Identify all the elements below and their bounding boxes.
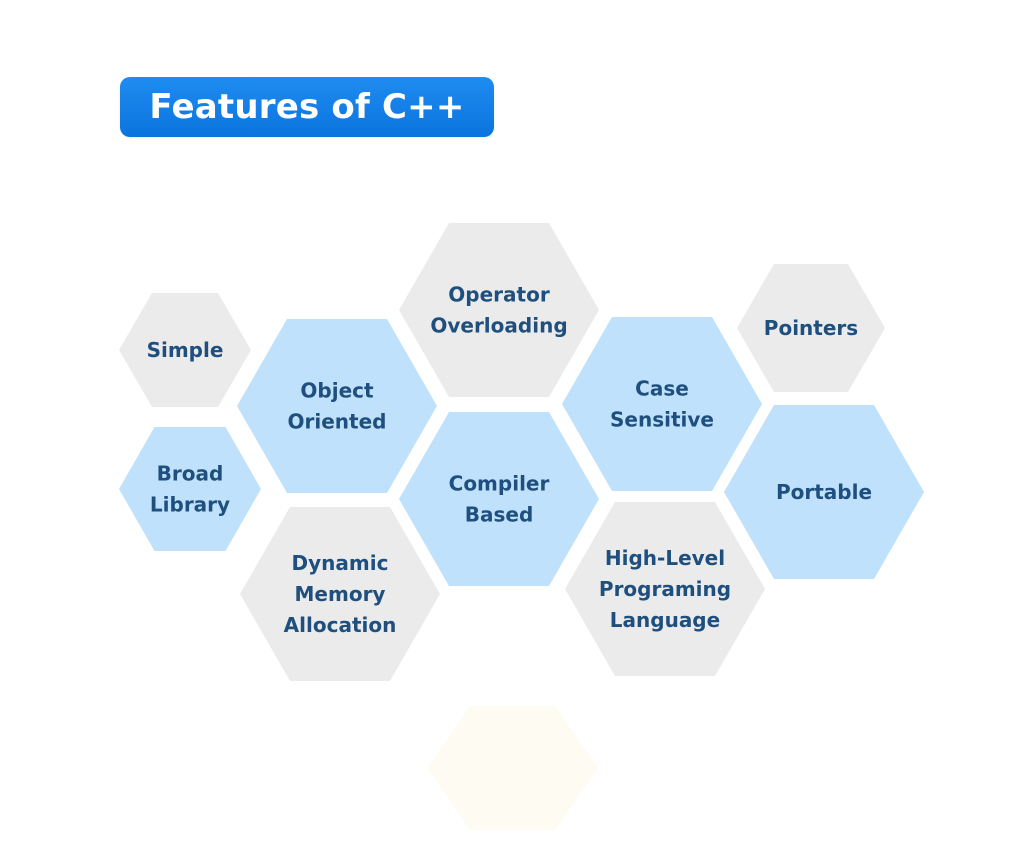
page-title: Features of C++ [149, 87, 465, 127]
hex-shape [399, 223, 599, 397]
hex-simple: Simple [119, 293, 251, 407]
hex-portable: Portable [724, 405, 924, 579]
hex-shape [724, 405, 924, 579]
hex-shape [399, 412, 599, 586]
hex-label: Pointers [764, 316, 858, 340]
hex-shape [119, 427, 261, 551]
hex-shape [119, 293, 251, 407]
hex-label: High-Level [605, 546, 725, 570]
hex-label: Library [150, 493, 230, 517]
title-badge: Features of C++ [120, 77, 494, 137]
hex-label: Programing [599, 577, 731, 601]
hex-label: Memory [295, 582, 386, 606]
hex-label: Portable [776, 480, 872, 504]
hex-label: Based [465, 503, 534, 527]
cpp-logo-watermark [427, 706, 598, 830]
hex-label: Overloading [430, 314, 567, 338]
hex-label: Sensitive [610, 408, 714, 432]
hex-label: Case [635, 377, 689, 401]
hex-label: Object [300, 379, 374, 403]
hex-shape [240, 507, 440, 681]
hex-pointers: Pointers [737, 264, 885, 392]
hex-label: Dynamic [292, 551, 389, 575]
hex-shape [237, 319, 437, 493]
hex-shape [562, 317, 762, 491]
hex-label: Broad [157, 462, 224, 486]
hex-label: Compiler [449, 472, 550, 496]
hex-label: Oriented [288, 410, 387, 434]
hex-shape [737, 264, 885, 392]
hex-shape [565, 502, 765, 676]
hex-label: Operator [448, 283, 550, 307]
hex-label: Allocation [284, 613, 397, 637]
hex-label: Language [610, 608, 720, 632]
hex-label: Simple [147, 338, 224, 362]
